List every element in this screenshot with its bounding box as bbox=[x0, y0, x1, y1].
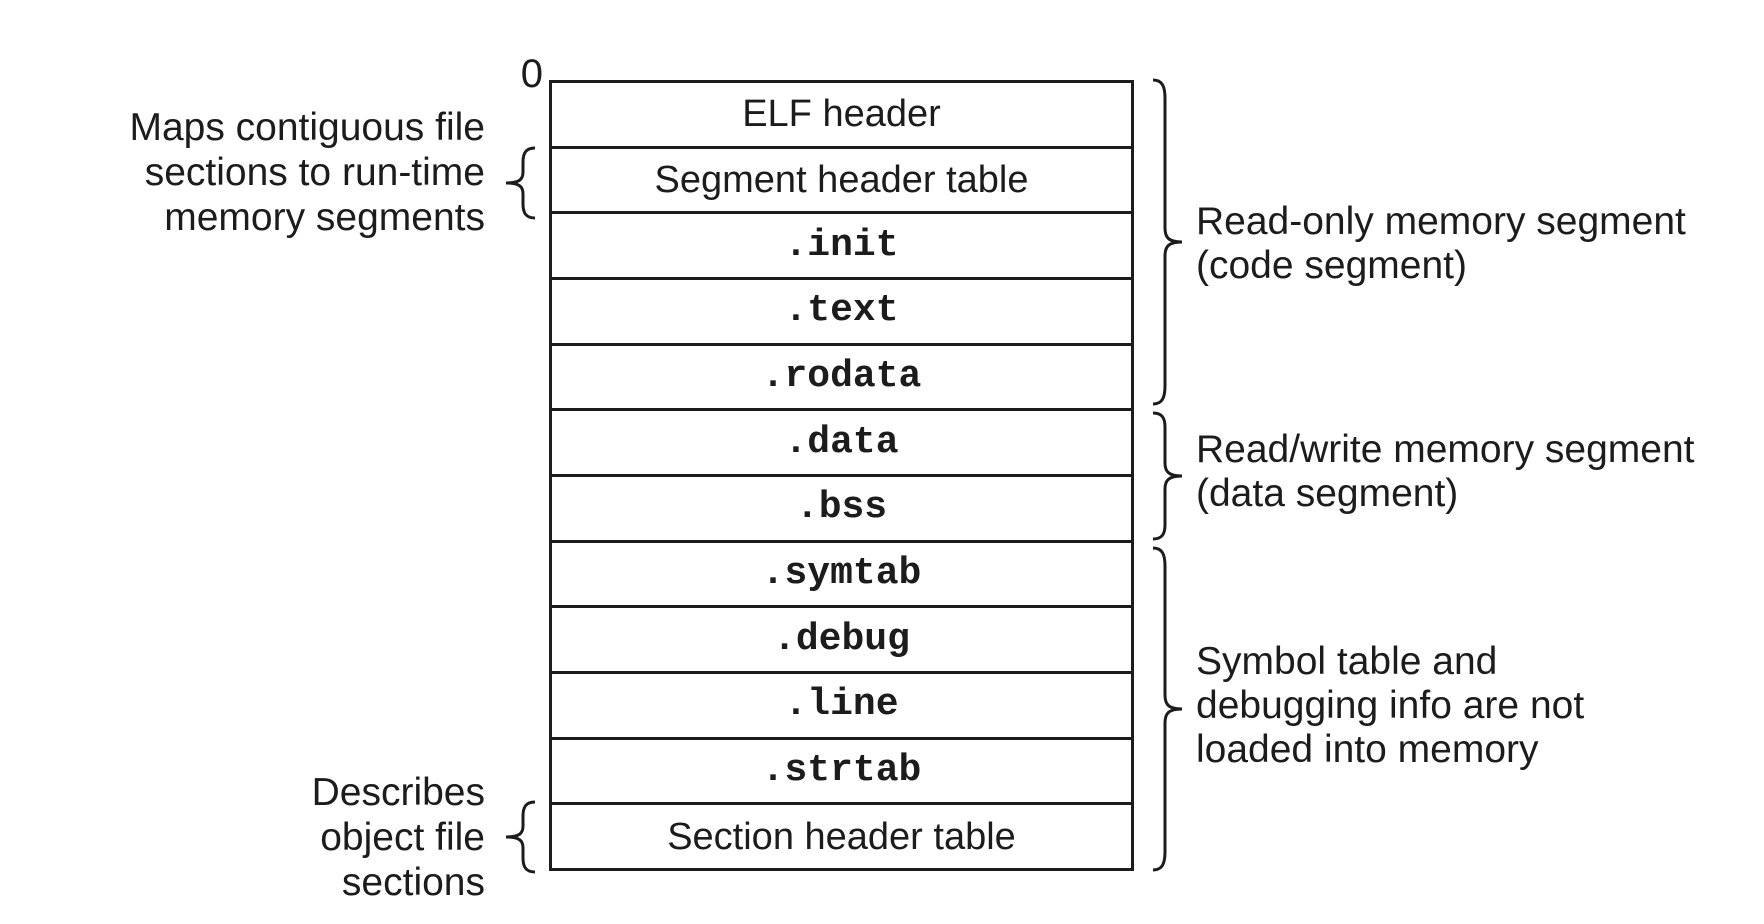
box-row-bss: .bss bbox=[552, 474, 1131, 540]
offset-zero-label: 0 bbox=[520, 52, 543, 96]
box-row-rodata: .rodata bbox=[552, 342, 1131, 409]
annotation-symbol-debug-info: Symbol table and debugging info are not … bbox=[1196, 640, 1716, 772]
annotation-line: loaded into memory bbox=[1196, 728, 1539, 771]
annotation-maps-segments: Maps contiguous file sections to run-tim… bbox=[60, 105, 485, 240]
annotation-line: Read-only memory segment bbox=[1196, 200, 1686, 243]
annotation-describes-sections: Describes object file sections bbox=[60, 770, 485, 905]
annotation-line: memory segments bbox=[164, 196, 485, 239]
annotation-line: (data segment) bbox=[1196, 472, 1459, 515]
box-row-section-header-table: Section header table bbox=[552, 802, 1131, 868]
right-brace-symbol-debug-icon bbox=[1152, 546, 1183, 872]
right-brace-read-only-segment-icon bbox=[1152, 78, 1183, 406]
annotation-line: Describes bbox=[311, 771, 485, 814]
annotation-line: (code segment) bbox=[1196, 244, 1467, 287]
box-row-strtab: .strtab bbox=[552, 736, 1131, 803]
box-row-init: .init bbox=[552, 211, 1131, 277]
right-brace-read-write-segment-icon bbox=[1152, 411, 1183, 541]
annotation-line: Maps contiguous file bbox=[129, 106, 485, 149]
box-row-segment-header-table: Segment header table bbox=[552, 145, 1131, 212]
box-row-debug: .debug bbox=[552, 605, 1131, 671]
left-brace-section-header-table-icon bbox=[505, 800, 536, 874]
annotation-line: debugging info are not bbox=[1196, 684, 1585, 727]
box-row-symtab: .symtab bbox=[552, 539, 1131, 606]
annotation-line: Read/write memory segment bbox=[1196, 428, 1695, 471]
annotation-line: sections bbox=[341, 861, 485, 904]
left-brace-segment-header-table-icon bbox=[505, 146, 536, 220]
annotation-line: Symbol table and bbox=[1196, 640, 1498, 683]
box-row-elf-header: ELF header bbox=[742, 93, 941, 136]
box-row-line: .line bbox=[552, 671, 1131, 737]
annotation-line: object file bbox=[320, 816, 485, 859]
box-row-text: .text bbox=[552, 277, 1131, 343]
box-row-data: .data bbox=[552, 408, 1131, 474]
annotation-read-only-segment: Read-only memory segment (code segment) bbox=[1196, 200, 1716, 288]
annotation-read-write-segment: Read/write memory segment (data segment) bbox=[1196, 428, 1716, 516]
elf-object-file-box: ELF header Segment header table .init .t… bbox=[549, 80, 1134, 871]
annotation-line: sections to run-time bbox=[144, 151, 485, 194]
